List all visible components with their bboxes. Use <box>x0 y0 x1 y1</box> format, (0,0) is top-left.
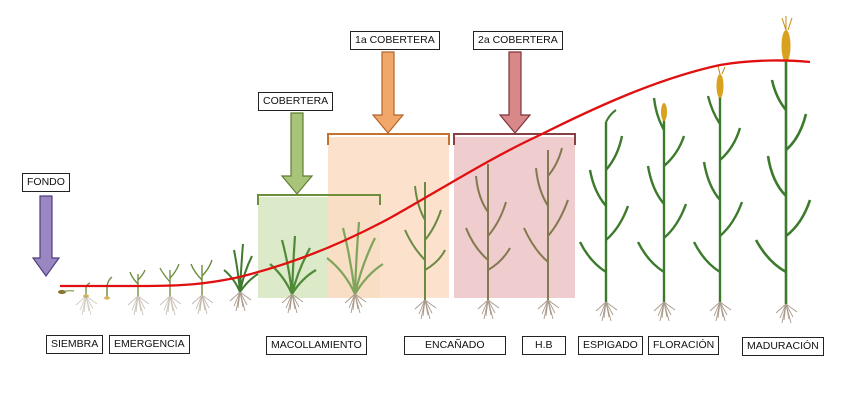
plant-seedling-1 <box>75 282 98 316</box>
plant-maduracion <box>754 16 812 324</box>
cobertera-1-zone <box>328 137 449 298</box>
cobertera-1-arrow-icon <box>371 51 405 134</box>
plant-seedling-2 <box>104 276 113 300</box>
fondo-arrow-icon <box>31 195 61 278</box>
stage-emergencia-label: EMERGENCIA <box>109 335 190 354</box>
stage-maduracion-label: MADURACIÓN <box>742 337 824 356</box>
plant-tillering-2 <box>326 221 384 314</box>
stage-espigado-label: ESPIGADO <box>578 336 643 355</box>
stage-macollamiento-label: MACOLLAMIENTO <box>266 336 367 355</box>
plant-espigado <box>578 109 630 322</box>
plant-encanado-2 <box>465 164 511 320</box>
plant-emergencia-1 <box>127 269 150 316</box>
stage-hb-label: H.B <box>522 336 566 355</box>
plant-floracion-2 <box>692 65 744 322</box>
cobertera-label: COBERTERA <box>258 92 334 111</box>
cobertera-2-zone <box>454 137 575 298</box>
cobertera-2-label: 2a COBERTERA <box>473 31 563 50</box>
cobertera-1-label: 1a COBERTERA <box>350 31 440 50</box>
plant-emergencia-3 <box>190 259 214 315</box>
growth-curve <box>60 59 811 288</box>
cobertera-2-bracket <box>453 133 576 145</box>
plant-tillering-1 <box>223 243 259 312</box>
fondo-label: FONDO <box>22 173 70 192</box>
cobertera-2-arrow-icon <box>498 51 532 134</box>
stage-encanado-label: ENCAÑADO <box>404 336 506 355</box>
cobertera-bracket <box>257 194 381 205</box>
plant-macollamiento <box>269 235 317 314</box>
plant-siembra <box>58 290 75 294</box>
plant-floracion <box>636 97 688 322</box>
stage-floracion-label: FLORACIÓN <box>648 336 720 355</box>
stage-siembra-label: SIEMBRA <box>46 335 104 354</box>
cobertera-1-bracket <box>327 133 450 145</box>
plant-encanado-1 <box>404 182 446 320</box>
plant-hb <box>523 147 569 320</box>
plant-emergencia-2 <box>159 263 182 316</box>
cobertera-arrow-icon <box>280 112 314 195</box>
